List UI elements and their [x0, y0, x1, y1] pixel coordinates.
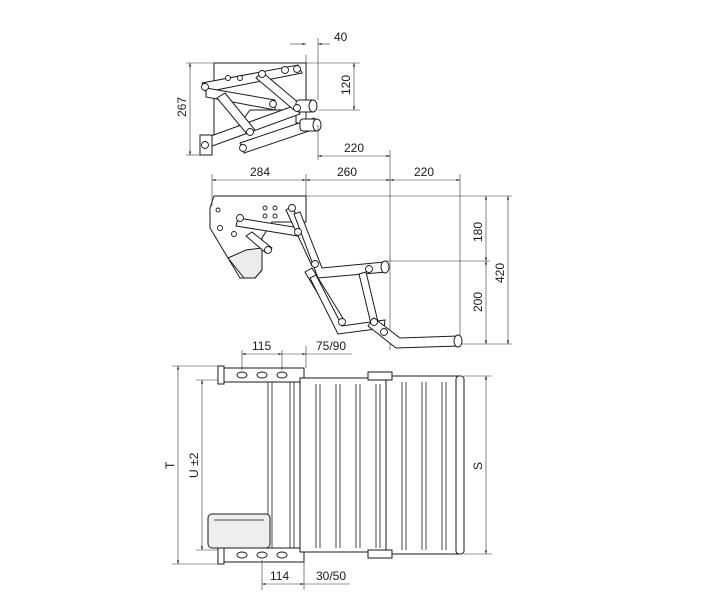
- extended-step-view: 284 260 220 180 200 420: [209, 165, 512, 349]
- dim-220-top-label: 220: [344, 141, 364, 155]
- dim-s: S: [464, 375, 492, 555]
- dim-u-label: U ±2: [187, 452, 201, 478]
- dim-220-label: 220: [414, 165, 434, 179]
- dim-t: T: [163, 365, 218, 565]
- plan-view: 115 75/90 114 30/50 T U ±2: [163, 339, 492, 590]
- extended-pivot-pins: [236, 204, 388, 336]
- extended-bracket-foot: [227, 247, 263, 279]
- dim-284-label: 284: [250, 165, 270, 179]
- folded-step-view: 40 120 267 220: [175, 30, 391, 350]
- dim-114-label: 114: [270, 569, 289, 583]
- dim-420-label: 420: [493, 263, 507, 283]
- dim-s-label: S: [471, 462, 485, 470]
- dim-3050-label: 30/50: [316, 569, 346, 583]
- dim-120: 120: [306, 62, 360, 111]
- dim-120-label: 120: [339, 75, 353, 95]
- motor-housing: [207, 513, 271, 549]
- dim-40: 40: [290, 30, 348, 100]
- dim-114-3050: 114 30/50: [261, 560, 350, 590]
- dim-220-top: 220: [317, 125, 391, 350]
- dim-t-label: T: [163, 461, 177, 469]
- dim-u: U ±2: [187, 379, 218, 551]
- dim-180-label: 180: [471, 222, 485, 242]
- step-treads: [299, 371, 465, 559]
- dim-180-200-420: 180 200 420: [306, 195, 512, 345]
- folded-pivot-pins: [201, 65, 301, 152]
- extended-bracket-holes: [215, 205, 278, 237]
- dim-115-label: 115: [252, 339, 271, 353]
- dim-267: 267: [175, 62, 214, 156]
- folded-step-arms: [199, 64, 322, 156]
- dim-115-7590: 115 75/90: [241, 339, 352, 370]
- dim-40-label: 40: [334, 30, 348, 44]
- mounting-rails: [217, 365, 305, 565]
- dim-284-260-220: 284 260 220: [211, 165, 461, 336]
- extended-step-arms: [235, 205, 463, 349]
- dim-200-label: 200: [471, 292, 485, 312]
- dim-267-label: 267: [175, 97, 189, 117]
- dim-260-label: 260: [337, 165, 357, 179]
- dim-7590-label: 75/90: [316, 339, 346, 353]
